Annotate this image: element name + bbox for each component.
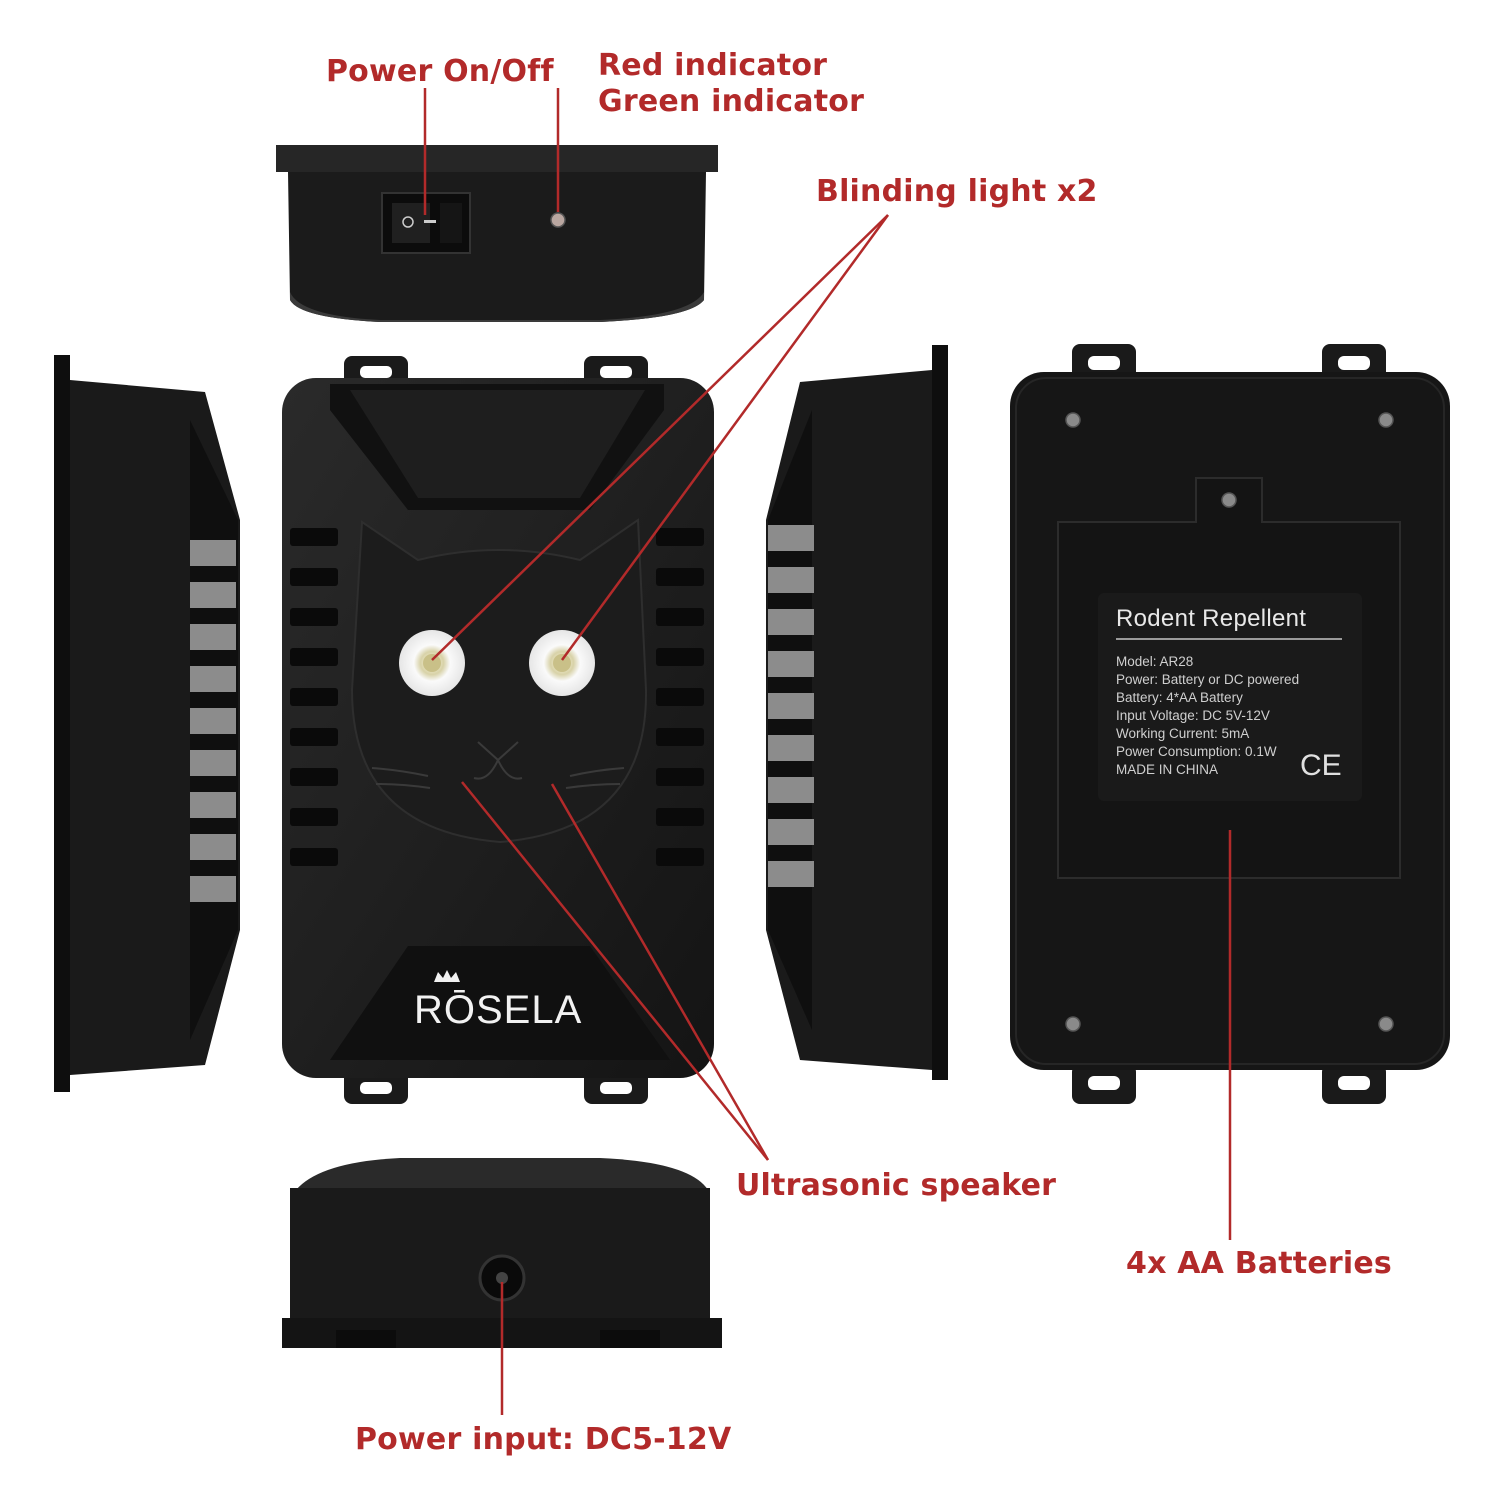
ce-mark-icon: CE [1300, 749, 1342, 782]
spec-line: Battery: 4*AA Battery [1116, 690, 1243, 705]
spec-line: Model: AR28 [1116, 654, 1194, 669]
crown-icon [434, 970, 460, 982]
spec-line: Input Voltage: DC 5V-12V [1116, 708, 1270, 723]
front-view [282, 356, 714, 1104]
power-switch [381, 192, 471, 254]
left-side-view [54, 355, 240, 1092]
callout-batteries: 4x AA Batteries [1126, 1246, 1392, 1281]
cat-face-icon [350, 518, 648, 844]
callout-lines [423, 88, 1232, 1415]
spec-line: Power: Battery or DC powered [1116, 672, 1300, 687]
divider [1116, 638, 1342, 640]
spec-line: Working Current: 5mA [1116, 726, 1250, 741]
spec-line: MADE IN CHINA [1116, 762, 1219, 777]
callout-power-switch: Power On/Off [326, 54, 554, 89]
led-right [529, 630, 595, 696]
led-left [399, 630, 465, 696]
product-label-title: Rodent Repellent [1116, 605, 1307, 632]
callout-red-indicator: Red indicator [598, 48, 828, 83]
top-side-view [276, 145, 718, 322]
bottom-side-view [282, 1158, 722, 1348]
product-label: Rodent Repellent Model: AR28 Power: Batt… [1098, 593, 1362, 801]
callout-blinding-light: Blinding light x2 [816, 174, 1098, 209]
right-side-view [766, 345, 948, 1080]
product-label-specs: Model: AR28 Power: Battery or DC powered… [1116, 653, 1299, 779]
screw-icon [1065, 412, 1394, 1032]
spec-line: Power Consumption: 0.1W [1116, 744, 1277, 759]
callout-green-indicator: Green indicator [598, 84, 865, 119]
callout-ultrasonic-speaker: Ultrasonic speaker [736, 1168, 1057, 1203]
brand-logo: RŌSELA [414, 988, 583, 1032]
indicator-led-icon [550, 212, 566, 228]
callout-power-input: Power input: DC5-12V [355, 1422, 732, 1457]
